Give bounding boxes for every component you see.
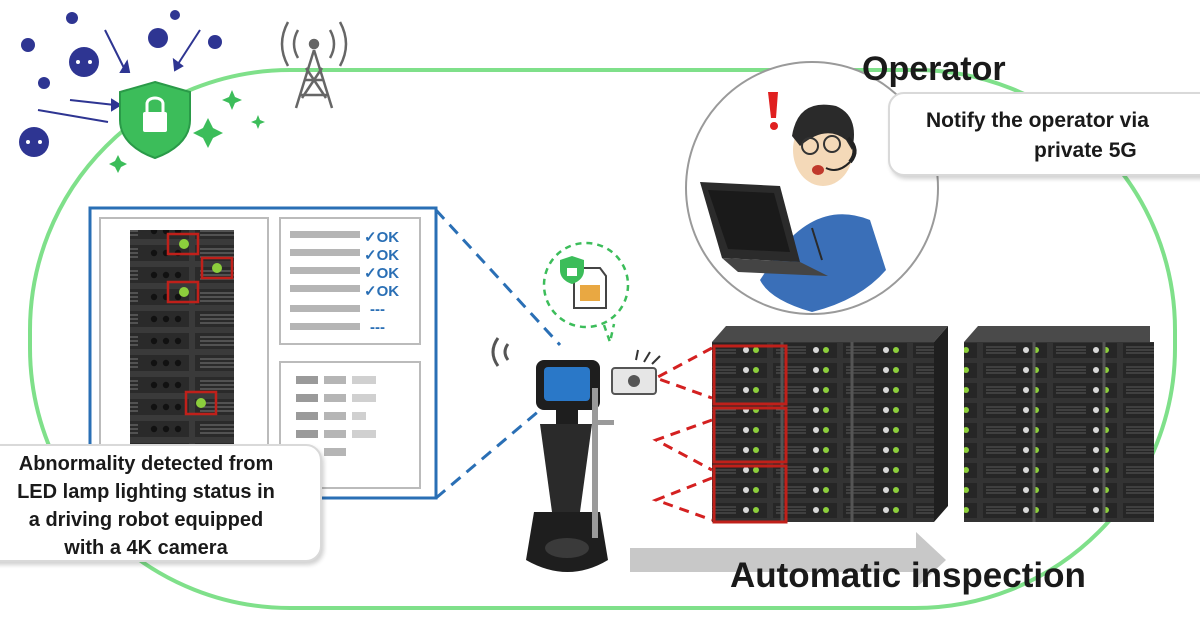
abnormality-callout: Abnormality detected from LED lamp light… — [0, 444, 322, 562]
virus-icon — [19, 10, 222, 157]
antenna-tower-icon — [280, 21, 348, 109]
camera-beam — [651, 346, 713, 522]
notify-line-2: private 5G — [1034, 139, 1137, 162]
abnormal-line-3: a driving robot equipped — [28, 509, 264, 531]
server-rack-group-2 — [964, 326, 1154, 522]
check-ok-3: ✓OK — [364, 265, 399, 282]
sim-card-icon — [573, 267, 607, 309]
sparkle-icons — [109, 90, 265, 173]
alert-icon — [768, 92, 778, 130]
checklist-bars — [290, 231, 360, 330]
data-table-cells — [296, 376, 376, 456]
check-ok-4: ✓OK — [364, 283, 399, 300]
checklist-items: ✓OK ✓OK ✓OK ✓OK --- --- — [364, 229, 399, 336]
check-pending-2: --- — [370, 319, 385, 336]
check-pending-1: --- — [370, 301, 385, 318]
check-ok-1: ✓OK — [364, 229, 399, 246]
laptop-icon — [708, 190, 790, 252]
server-rack-group-1 — [712, 326, 948, 522]
notify-line-1: Notify the operator via — [926, 109, 1149, 132]
private-network-zone — [28, 68, 1177, 610]
green-led-icon — [179, 239, 222, 408]
automatic-inspection-title: Automatic inspection — [730, 556, 1086, 595]
abnormal-line-1: Abnormality detected from — [18, 453, 274, 475]
abnormal-line-4: with a 4K camera — [64, 537, 228, 559]
check-ok-2: ✓OK — [364, 247, 399, 264]
notify-callout: Notify the operator via private 5G — [888, 92, 1200, 176]
movement-arrow — [630, 532, 946, 588]
zoom-lines — [434, 208, 562, 500]
shield-lock-icon — [119, 80, 191, 160]
inspected-rack-highlights — [712, 344, 788, 524]
robot-icon — [491, 337, 614, 572]
abnormal-led-highlights — [166, 232, 234, 416]
operator-title: Operator — [862, 50, 1006, 88]
abnormal-line-2: LED lamp lighting status in — [17, 481, 275, 503]
attack-arrows — [37, 29, 201, 123]
camera-icon — [611, 349, 661, 395]
shield-lock-icon — [560, 256, 584, 284]
